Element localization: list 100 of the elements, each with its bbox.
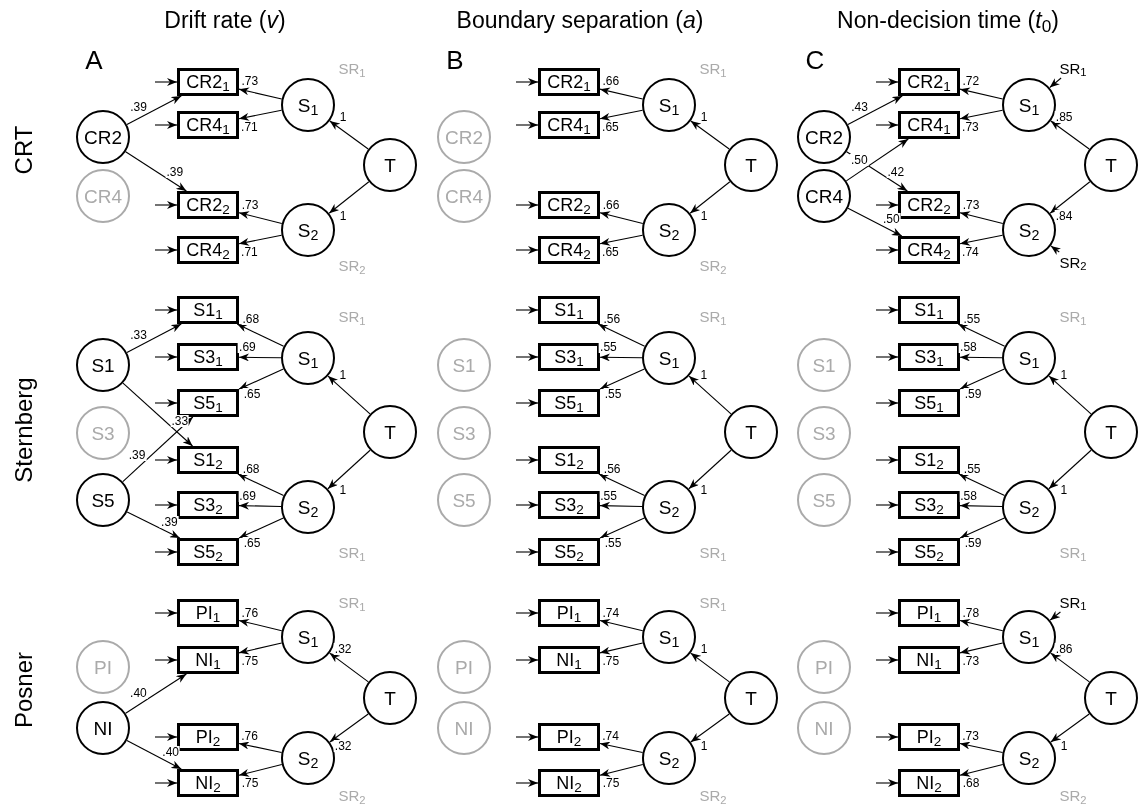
indicator-box: PI$_{1}$ (898, 599, 960, 627)
path-arrow (599, 353, 643, 362)
path-coefficient: .55 (962, 463, 982, 476)
error-arrow (154, 609, 178, 617)
path-arrow (126, 95, 182, 125)
path-arrow (599, 642, 644, 655)
path-coefficient: .68 (961, 776, 981, 789)
residual-label: SR$_{1}$ (1059, 308, 1087, 324)
path-coefficient: .75 (601, 776, 621, 789)
error-arrow (515, 201, 539, 209)
path-arrow (238, 642, 283, 655)
path-arrow (238, 87, 283, 100)
error-arrow (515, 246, 539, 254)
error-arrow (875, 399, 899, 407)
residual-label: SR$_{1}$ (338, 308, 366, 324)
path-arrow (690, 713, 730, 743)
indicator-box: S3$_{2}$ (898, 491, 960, 519)
indicator-box: CR2$_{1}$ (538, 68, 600, 96)
indicator-box: S1$_{2}$ (538, 446, 600, 474)
path-arrow (329, 713, 369, 743)
error-arrow (875, 78, 899, 86)
path-coefficient: .74 (961, 245, 980, 258)
path-coefficient: 1 (1059, 483, 1069, 496)
path-arrow (599, 618, 644, 632)
path-coefficient: .40 (161, 746, 181, 759)
path-coefficient: .73 (961, 120, 980, 133)
error-arrow (515, 609, 539, 617)
path-coefficient: .42 (886, 165, 906, 178)
error-arrow (515, 353, 539, 361)
indicator-box: S5$_{1}$ (538, 389, 600, 417)
residual-label: SR$_{1}$ (1059, 58, 1087, 78)
path-coefficient: .40 (129, 687, 148, 700)
indicator-box: S3$_{1}$ (177, 343, 239, 371)
indicator-box: CR4$_{1}$ (177, 111, 239, 139)
path-coefficient: 1 (338, 111, 348, 124)
indicator-box: NI$_{2}$ (177, 769, 239, 797)
error-arrow (875, 733, 899, 741)
path-coefficient: .75 (240, 654, 260, 667)
path-coefficient: .39 (165, 165, 185, 178)
indicator-box: S3$_{1}$ (538, 343, 600, 371)
column-title: Boundary separation (a) (456, 8, 704, 32)
path-coefficient: .75 (601, 654, 621, 667)
path-coefficient: .73 (961, 654, 981, 667)
indicator-box: S5$_{2}$ (898, 538, 960, 566)
column-title: Non-decision time (t$_{0}$) (837, 8, 1059, 32)
path-coefficient: .56 (602, 313, 622, 326)
path-arrow (329, 120, 369, 150)
indicator-box: CR4$_{1}$ (898, 111, 960, 139)
column-title: Drift rate (v) (164, 8, 286, 32)
path-coefficient: .65 (242, 388, 262, 401)
path-coefficient: 1 (699, 210, 709, 223)
error-arrow (515, 399, 539, 407)
path-arrow (126, 740, 182, 770)
path-coefficient: .39 (129, 101, 148, 114)
indicator-box: CR4$_{2}$ (538, 236, 600, 264)
indicator-box: CR2$_{1}$ (898, 68, 960, 96)
indicator-box: PI$_{2}$ (538, 723, 600, 751)
residual-label: SR$_{2}$ (699, 787, 727, 803)
error-arrow (154, 201, 178, 209)
path-arrow (1050, 120, 1090, 150)
residual-arrow (1049, 77, 1062, 89)
indicator-box: CR4$_{2}$ (898, 236, 960, 264)
path-coefficient: 1 (338, 483, 348, 496)
error-arrow (875, 456, 899, 464)
residual-label: SR$_{1}$ (338, 594, 366, 610)
path-coefficient: .56 (602, 463, 622, 476)
path-arrow (845, 138, 909, 182)
indicator-box: NI$_{1}$ (538, 646, 600, 674)
indicator-box: S5$_{1}$ (898, 389, 960, 417)
path-coefficient: .72 (961, 75, 981, 88)
path-arrow (959, 353, 1003, 362)
error-arrow (154, 78, 178, 86)
path-coefficient: .73 (961, 199, 981, 212)
path-arrow (959, 87, 1004, 100)
row-label: CRT (12, 125, 36, 175)
path-arrow (599, 109, 644, 121)
error-arrow (875, 121, 899, 129)
panel-letter: C (805, 47, 825, 73)
indicator-box: S3$_{2}$ (177, 491, 239, 519)
error-arrow (154, 121, 178, 129)
path-coefficient: .55 (599, 341, 618, 354)
row-label: Sternberg (12, 377, 36, 483)
error-arrow (154, 548, 178, 556)
path-arrow (1049, 181, 1091, 214)
error-arrow (154, 779, 178, 787)
indicator-box: CR2$_{1}$ (177, 68, 239, 96)
residual-label: SR$_{2}$ (1059, 787, 1087, 803)
path-arrow (125, 151, 187, 192)
path-coefficient: .32 (333, 739, 353, 752)
residual-label: SR$_{1}$ (338, 60, 366, 76)
path-coefficient: .59 (963, 537, 983, 550)
path-arrow (238, 618, 283, 632)
path-coefficient: 1 (338, 368, 348, 381)
error-arrow (875, 548, 899, 556)
path-coefficient: .65 (242, 537, 262, 550)
path-coefficient: .65 (601, 245, 620, 258)
path-arrow (599, 234, 644, 246)
error-arrow (515, 121, 539, 129)
error-arrow (875, 656, 899, 664)
path-arrow (847, 95, 903, 125)
